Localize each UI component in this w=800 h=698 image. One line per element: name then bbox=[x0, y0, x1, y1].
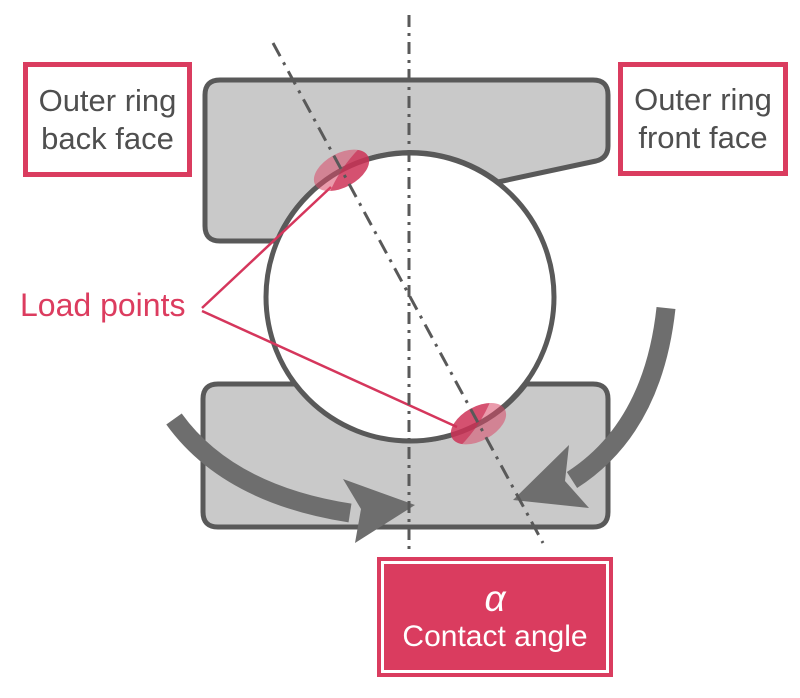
outer-ring-front-face-line1: Outer ring bbox=[634, 82, 772, 118]
outer-ring-back-face-line1: Outer ring bbox=[38, 82, 177, 118]
load-points-label: Load points bbox=[20, 287, 186, 323]
load-point-upper bbox=[313, 149, 370, 191]
load-point-lower bbox=[450, 403, 507, 445]
outer-ring-back-face-label: Outer ring back face bbox=[23, 62, 192, 177]
outer-ring-front-face-line2: front face bbox=[638, 120, 768, 155]
rotation-arrow-right bbox=[513, 306, 676, 508]
alpha-symbol: α bbox=[484, 577, 506, 619]
contact-angle-callout: α Contact angle bbox=[377, 557, 613, 677]
contact-angle-callout-inner: α Contact angle bbox=[384, 564, 606, 670]
contact-angle-label: Contact angle bbox=[402, 620, 588, 654]
rotation-arrow-left bbox=[166, 413, 415, 543]
load-points-leader-lower bbox=[201, 309, 458, 429]
load-points-leader-upper bbox=[201, 186, 332, 309]
outer-ring-front-face-label: Outer ring front face bbox=[618, 62, 788, 176]
outer-ring-back-face-line2: back face bbox=[41, 120, 174, 156]
